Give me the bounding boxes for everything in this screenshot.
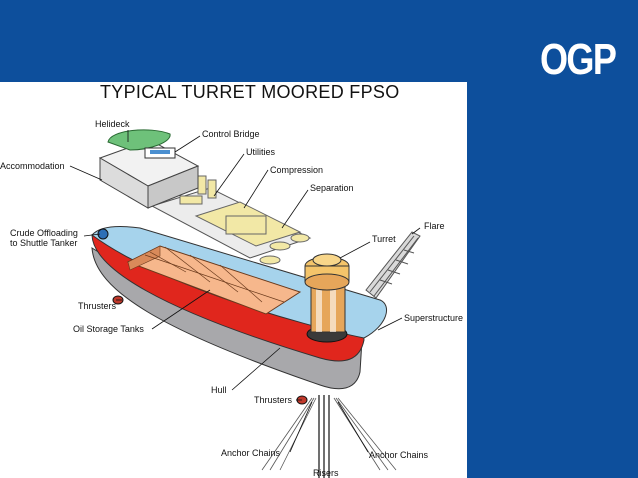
leader-lines [69, 130, 421, 453]
label-shuttle-tanker: to Shuttle Tanker [10, 238, 77, 248]
label-oil-storage-tanks: Oil Storage Tanks [73, 324, 144, 334]
label-turret: Turret [372, 234, 396, 244]
label-risers: Risers [313, 468, 339, 478]
label-crude-offloading: Crude Offloading [10, 228, 78, 238]
diagram-title: TYPICAL TURRET MOORED FPSO [100, 82, 400, 102]
label-superstructure: Superstructure [404, 313, 463, 323]
risers-group [318, 395, 330, 478]
ogp-logo: OGP [540, 35, 617, 84]
topsides [150, 175, 312, 265]
accommodation-block [98, 129, 200, 209]
label-flare: Flare [424, 221, 445, 231]
label-control-bridge: Control Bridge [202, 129, 260, 139]
label-separation: Separation [310, 183, 354, 193]
oil-storage-tanks [126, 245, 302, 315]
flare-tower [365, 231, 421, 299]
turret [304, 253, 350, 343]
label-thrusters-bow: Thrusters [78, 301, 117, 311]
label-helideck: Helideck [95, 119, 130, 129]
label-hull: Hull [211, 385, 227, 395]
label-anchor-chains-left: Anchor Chains [221, 448, 281, 458]
label-compression: Compression [270, 165, 323, 175]
label-thrusters-stern: Thrusters [254, 395, 293, 405]
label-anchor-chains-right: Anchor Chains [369, 450, 429, 460]
label-accommodation: Accommodation [0, 161, 65, 171]
header-banner [0, 0, 638, 82]
label-utilities: Utilities [246, 147, 276, 157]
